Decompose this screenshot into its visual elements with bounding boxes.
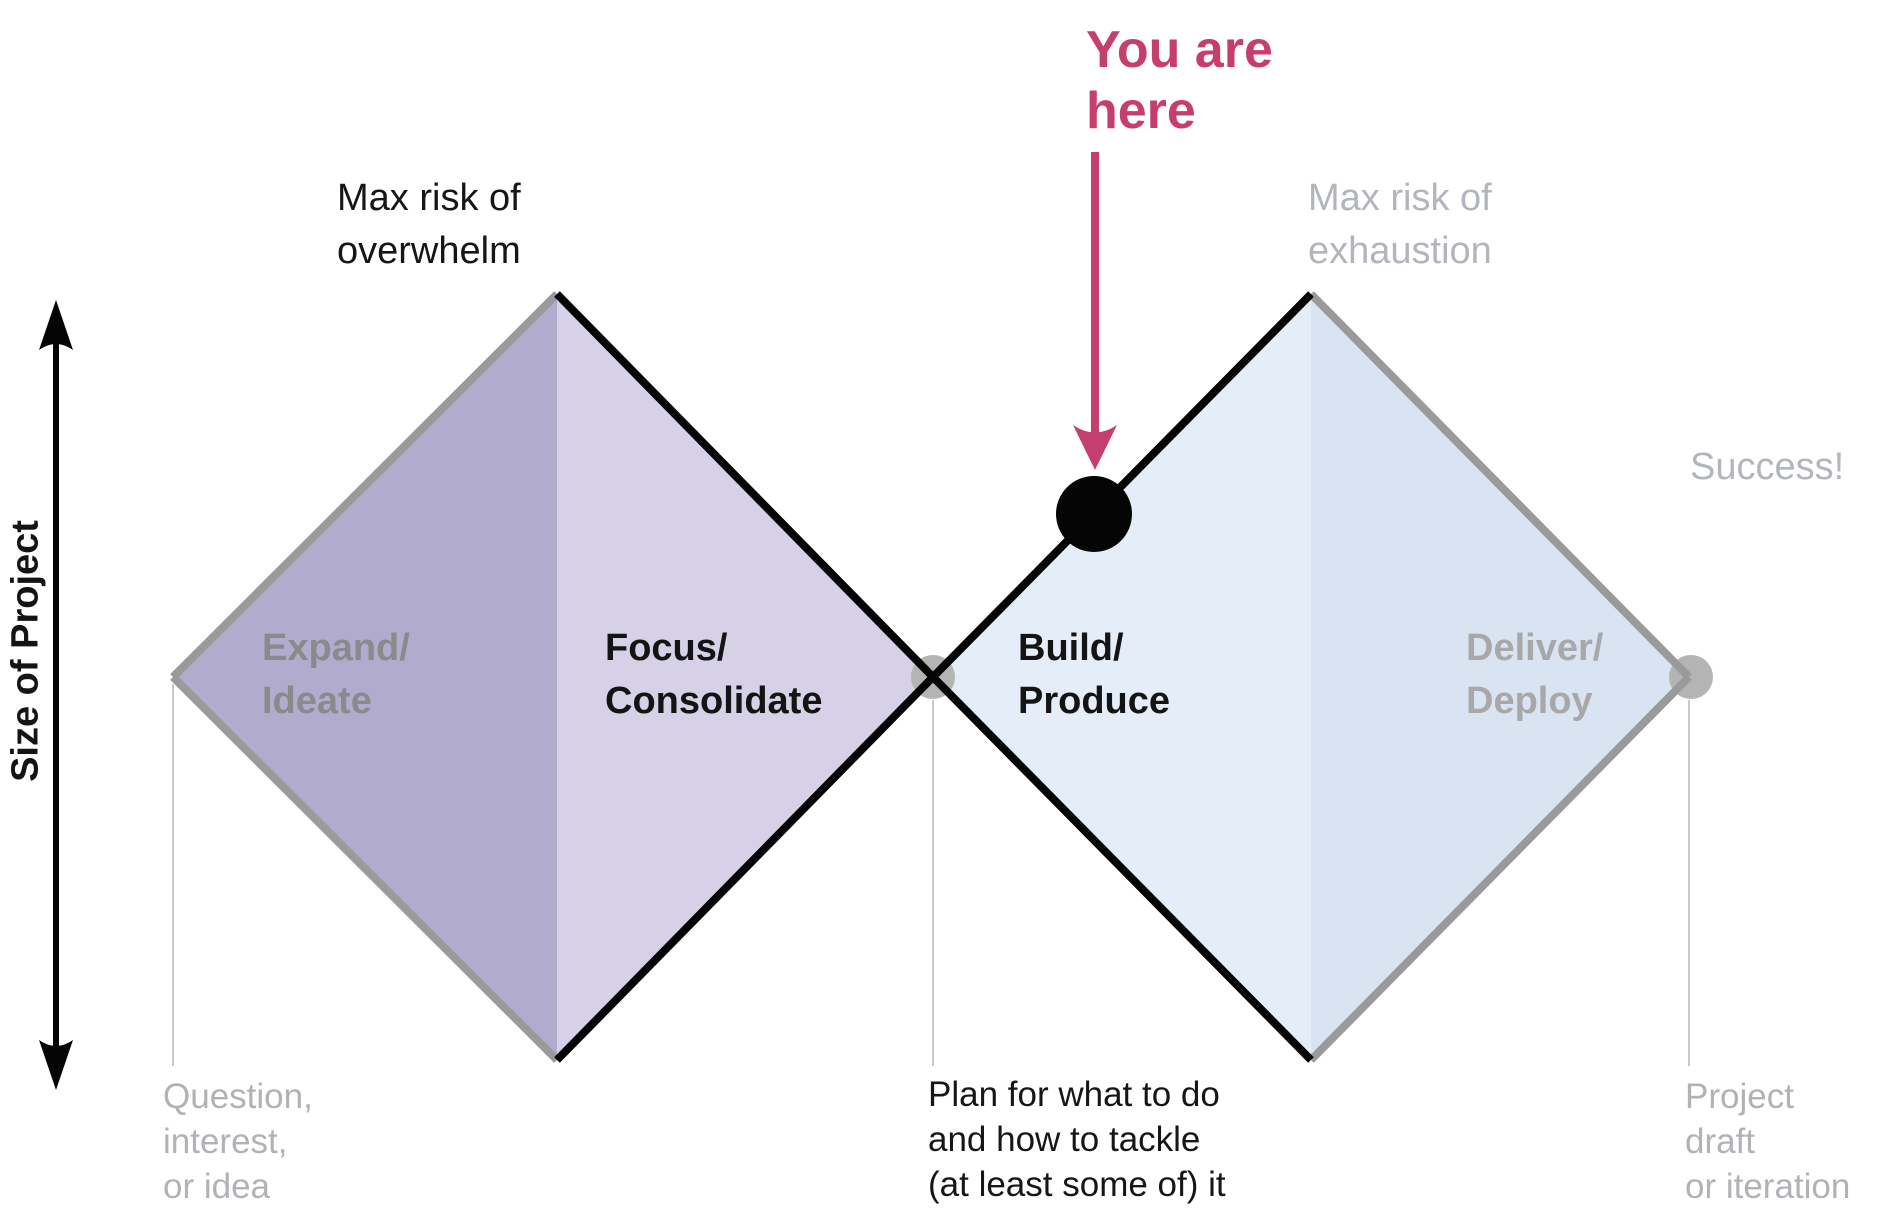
phase-label-line: Deliver/ xyxy=(1466,627,1604,669)
size-axis-arrowhead-top xyxy=(39,300,73,350)
edge-gray-left-bottom xyxy=(170,674,560,1063)
milestone-line: (at least some of) it xyxy=(928,1165,1226,1204)
edge-gray-right-top xyxy=(1308,291,1692,680)
milestone-line: Plan for what to do xyxy=(928,1075,1220,1114)
milestone-question-idea: Question, interest, or idea xyxy=(163,1074,313,1209)
edge-gray-right-bottom xyxy=(1308,674,1692,1063)
you-are-here-line: here xyxy=(1086,82,1196,140)
edge-black-focus-lower xyxy=(554,674,936,1063)
phase-label-line: Consolidate xyxy=(605,680,823,722)
milestone-line: and how to tackle xyxy=(928,1120,1201,1159)
phase-label-line: Expand/ xyxy=(262,627,410,669)
size-axis-arrowhead-bottom xyxy=(39,1040,73,1090)
risk-label-line: exhaustion xyxy=(1308,230,1492,272)
milestone-line: Question, xyxy=(163,1077,313,1116)
milestone-line: Project xyxy=(1685,1077,1794,1116)
expand-ideate-shape xyxy=(173,294,557,1060)
size-of-project-axis-label: Size of Project xyxy=(4,520,47,782)
you-are-here-line: You are xyxy=(1086,21,1273,79)
milestone-project-draft: Project draft or iteration xyxy=(1685,1074,1850,1209)
build-produce-shape xyxy=(933,294,1311,1060)
max-risk-overwhelm-label: Max risk of overwhelm xyxy=(337,172,521,278)
milestone-line: interest, xyxy=(163,1122,288,1161)
phase-label-focus-consolidate: Focus/ Consolidate xyxy=(605,622,822,728)
focus-consolidate-shape xyxy=(557,294,933,1060)
milestone-line: draft xyxy=(1685,1122,1756,1161)
phase-label-line: Produce xyxy=(1018,680,1171,722)
edge-black-build xyxy=(930,291,1314,680)
phase-label-line: Build/ xyxy=(1018,627,1124,669)
deliver-deploy-shape xyxy=(1311,294,1689,1060)
phase-label-line: Deploy xyxy=(1466,680,1593,722)
risk-label-line: Max risk of xyxy=(1308,177,1492,219)
phase-label-expand-ideate: Expand/ Ideate xyxy=(262,622,410,728)
you-are-here-label: You are here xyxy=(1086,20,1273,142)
edge-black-build-lower xyxy=(930,674,1314,1063)
current-position-dot xyxy=(1056,476,1132,552)
milestone-line: or iteration xyxy=(1685,1167,1851,1206)
edge-black-focus xyxy=(554,291,936,680)
phase-label-deliver-deploy: Deliver/ Deploy xyxy=(1466,622,1603,728)
success-label: Success! xyxy=(1690,446,1845,488)
you-are-here-arrowhead xyxy=(1073,425,1117,470)
milestone-line: or idea xyxy=(163,1167,271,1206)
phase-label-line: Focus/ xyxy=(605,627,728,669)
risk-label-line: overwhelm xyxy=(337,230,521,272)
edge-gray-left-top xyxy=(170,291,560,680)
milestone-plan: Plan for what to do and how to tackle (a… xyxy=(928,1072,1226,1207)
phase-label-build-produce: Build/ Produce xyxy=(1018,622,1170,728)
phase-label-line: Ideate xyxy=(262,680,372,722)
max-risk-exhaustion-label: Max risk of exhaustion xyxy=(1308,172,1492,278)
risk-label-line: Max risk of xyxy=(337,177,521,219)
